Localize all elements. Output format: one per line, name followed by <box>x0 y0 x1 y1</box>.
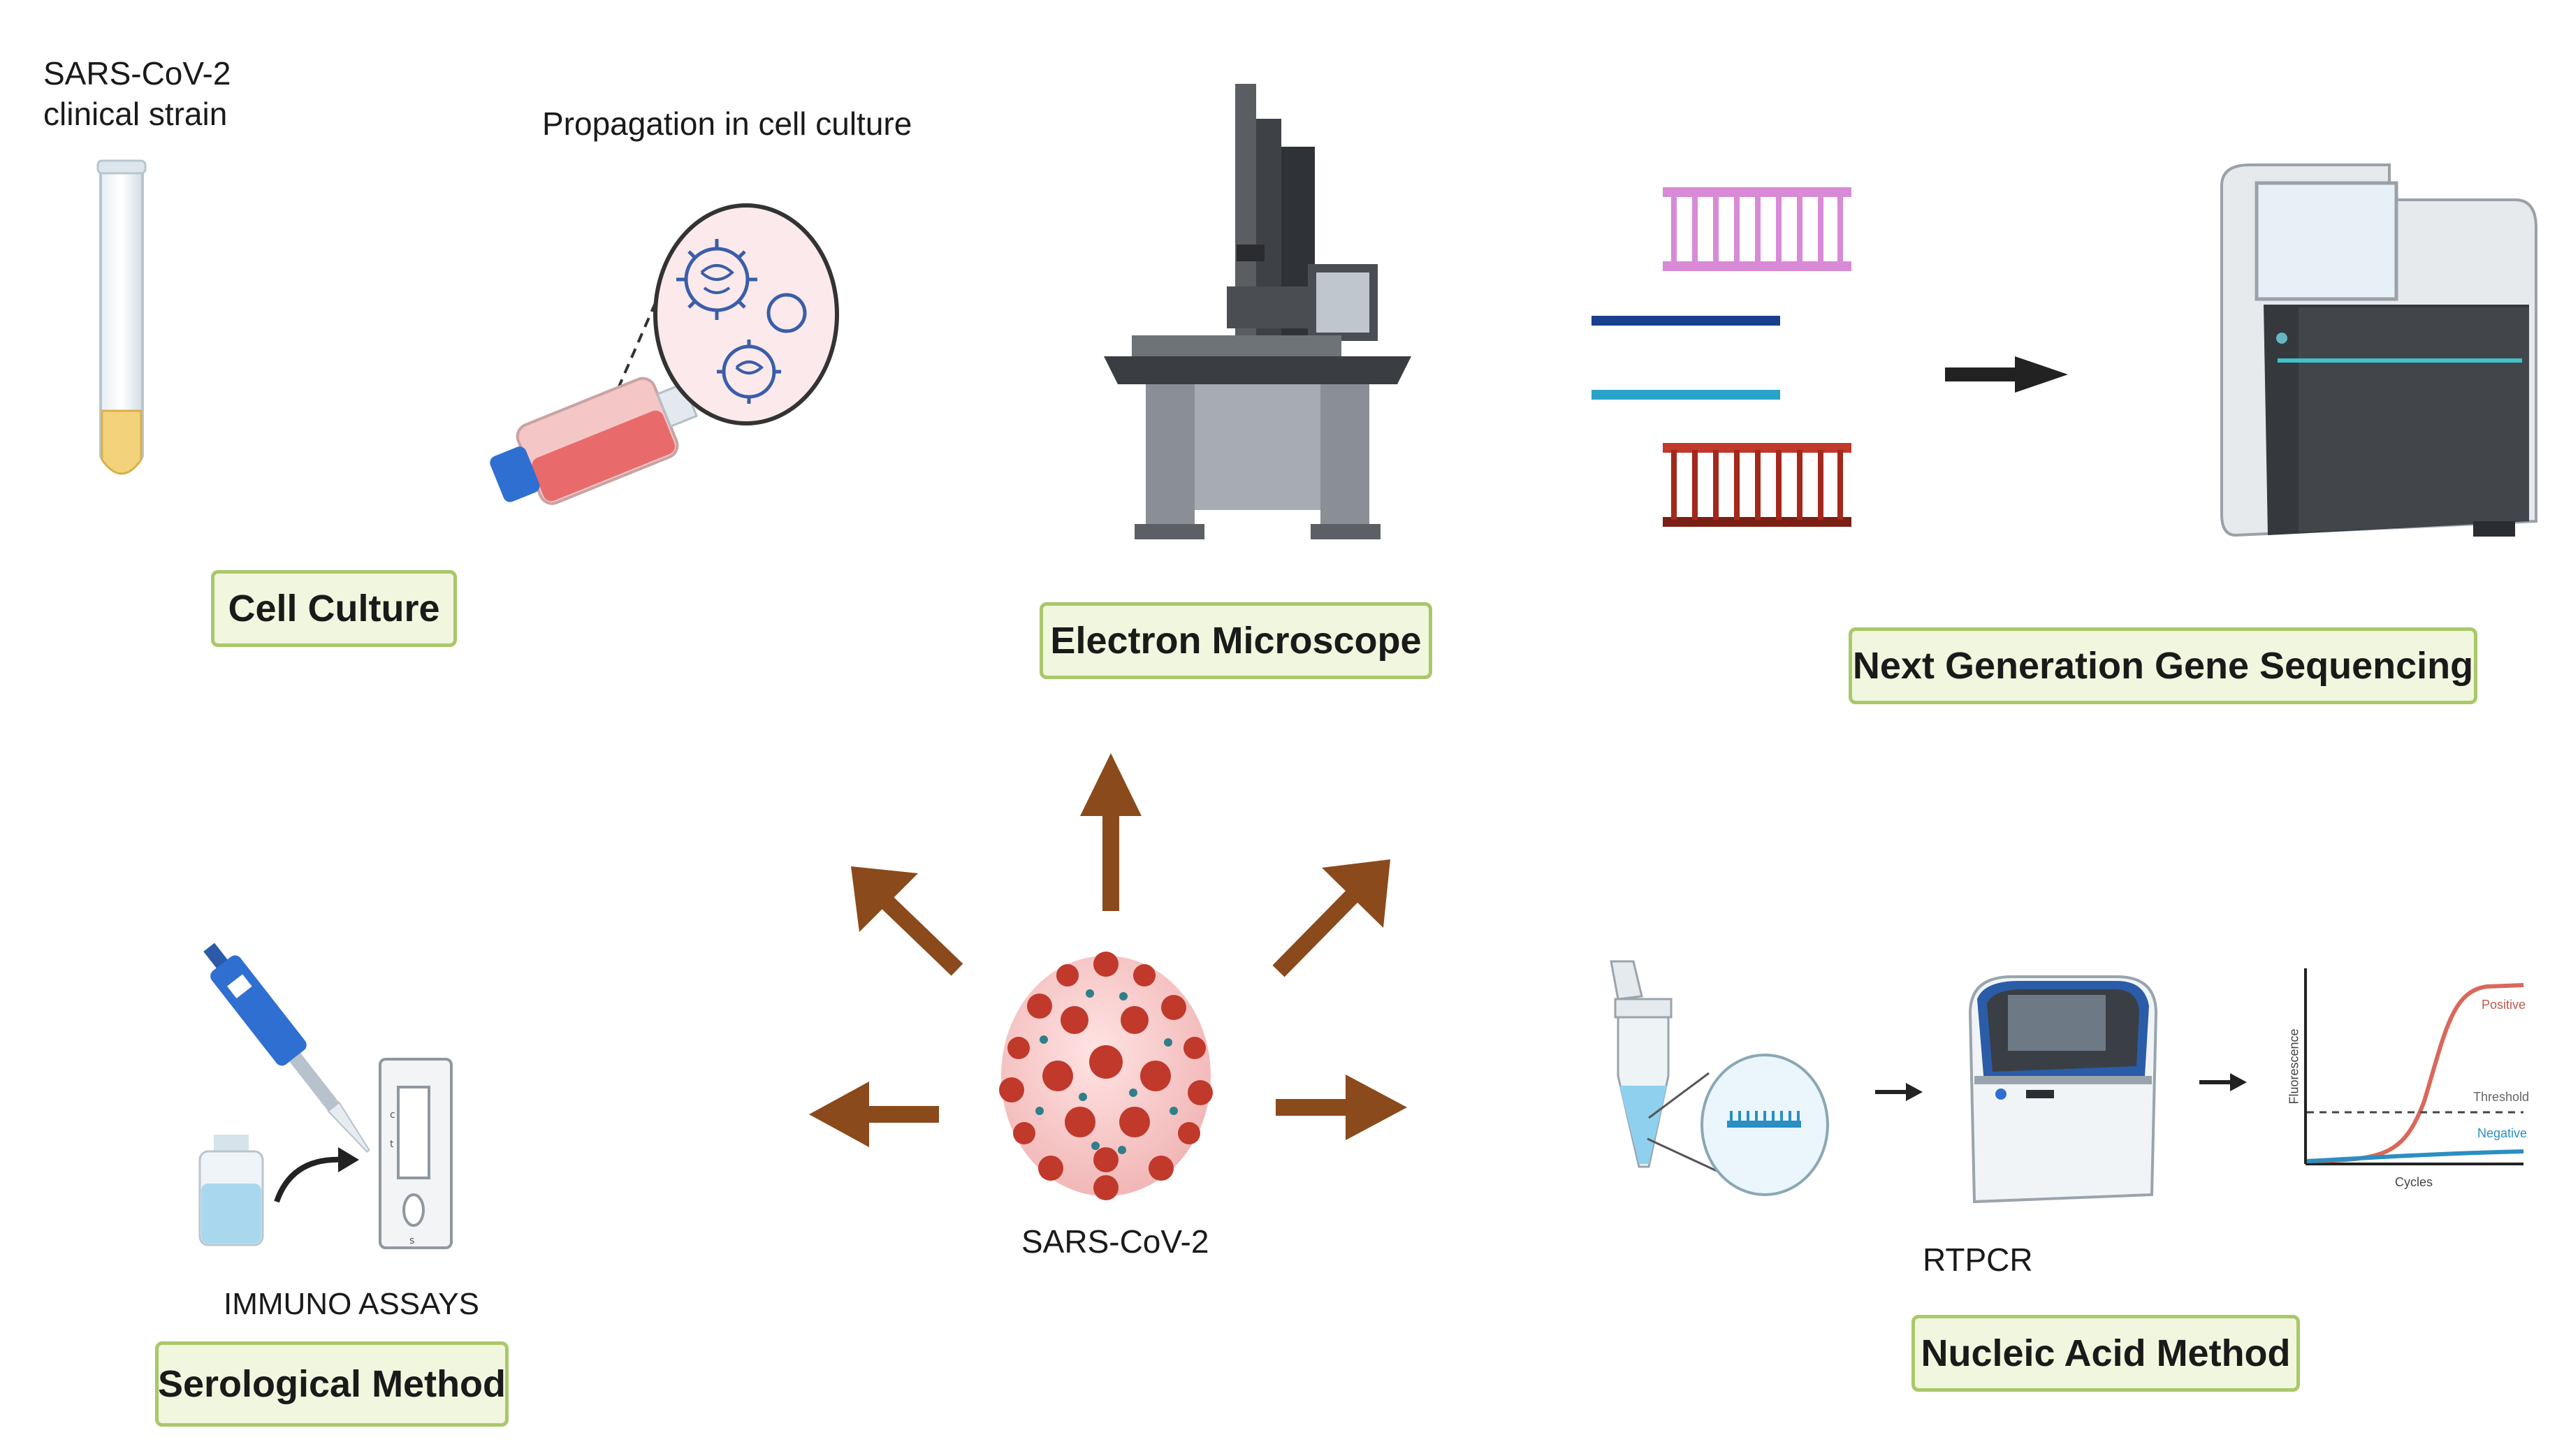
cycles-label: Cycles <box>2395 1175 2433 1189</box>
curved-arrow-icon <box>274 1147 359 1203</box>
sars-cov-2-virus-icon <box>999 952 1213 1200</box>
pcr-arrow-1-icon <box>1875 1083 1923 1101</box>
rtpcr-machine-icon <box>1968 975 2158 1204</box>
dna-strand-blue-icon <box>1592 316 1780 400</box>
pipette-icon <box>203 942 370 1153</box>
serological-method-label: Serological Method <box>155 1341 509 1427</box>
cell-culture-flask-icon <box>490 203 839 505</box>
arrow-up-left-icon <box>851 866 963 976</box>
arrow-right-icon <box>1276 1075 1407 1140</box>
fluorescence-label: Fluorescence <box>2287 1028 2301 1105</box>
cell-culture-label: Cell Culture <box>211 570 457 647</box>
threshold-label: Threshold <box>2473 1090 2530 1104</box>
amplification-chart: Positive Threshold Negative Cycles Fluor… <box>2278 961 2529 1199</box>
positive-label: Positive <box>2482 998 2526 1012</box>
electron-microscope-icon <box>1104 84 1411 539</box>
arrow-left-icon <box>809 1082 939 1147</box>
svg-text:c: c <box>390 1109 395 1121</box>
vial-icon <box>198 1135 264 1246</box>
arrow-up-right-icon <box>1272 859 1390 977</box>
dna-strand-pink-icon <box>1663 187 1851 271</box>
ngs-label: Next Generation Gene Sequencing <box>1849 627 2477 704</box>
virus-caption: SARS-CoV-2 <box>1021 1223 1209 1260</box>
svg-text:t: t <box>390 1139 394 1150</box>
clinical-strain-caption: SARS-CoV-2 clinical strain <box>43 55 231 132</box>
immuno-assays-caption: IMMUNO ASSAYS <box>224 1287 479 1321</box>
dna-strand-red-icon <box>1663 443 1851 527</box>
negative-curve <box>2306 1149 2524 1163</box>
sequencing-arrow-icon <box>1945 356 2068 393</box>
nucleic-acid-method-label: Nucleic Acid Method <box>1911 1315 2300 1392</box>
arrow-up-icon <box>1080 753 1142 911</box>
propagation-caption: Propagation in cell culture <box>542 105 912 142</box>
pcr-tube-icon <box>1610 960 1829 1196</box>
test-cassette-icon: c t s <box>379 1058 453 1249</box>
amplification-plot <box>2304 968 2524 1165</box>
rtpcr-caption: RTPCR <box>1923 1242 2033 1278</box>
sequencer-machine-icon <box>2220 163 2537 537</box>
electron-microscope-label: Electron Microscope <box>1040 602 1432 679</box>
test-tube-icon <box>96 159 147 475</box>
svg-text:s: s <box>409 1235 414 1246</box>
negative-label: Negative <box>2477 1126 2528 1140</box>
pcr-arrow-2-icon <box>2199 1073 2247 1091</box>
